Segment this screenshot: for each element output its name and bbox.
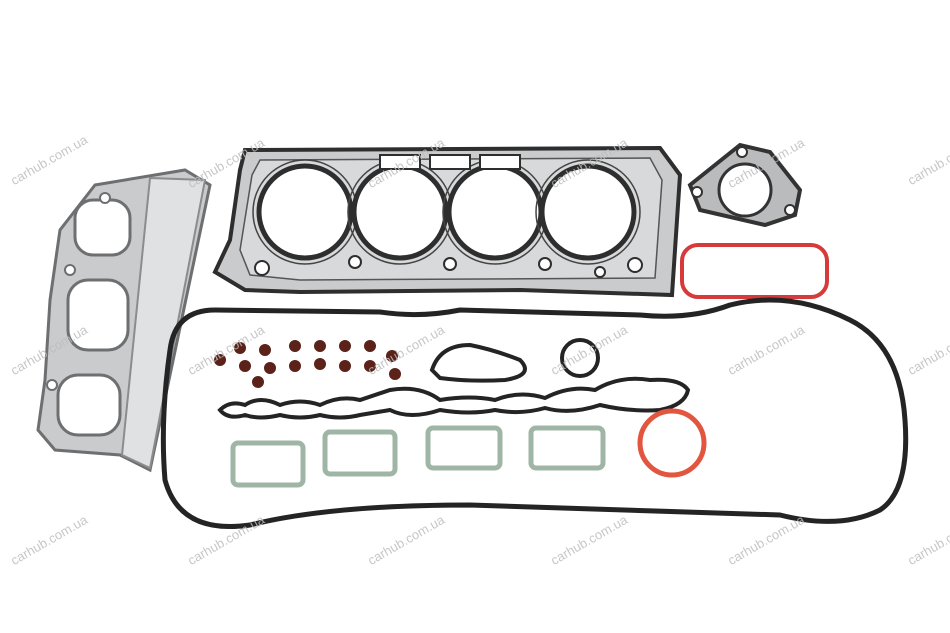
throttle-body-gasket: [687, 142, 803, 228]
intake-gasket-2: [322, 429, 398, 477]
intake-gasket-4: [528, 425, 606, 471]
cylinder-head-gasket: [212, 145, 683, 298]
valve-stem-seals: [214, 340, 401, 388]
red-rectangular-seal: [680, 243, 829, 299]
oil-seal-small: [429, 342, 527, 383]
orange-round-seal: [637, 408, 707, 478]
intake-gasket-3: [425, 425, 503, 471]
o-ring-seal: [560, 338, 600, 378]
spark-plug-tube-seals: [217, 376, 691, 420]
intake-gasket-1: [230, 440, 306, 488]
valve-cover-gasket: [160, 297, 909, 529]
exhaust-manifold-gasket: [36, 168, 212, 473]
